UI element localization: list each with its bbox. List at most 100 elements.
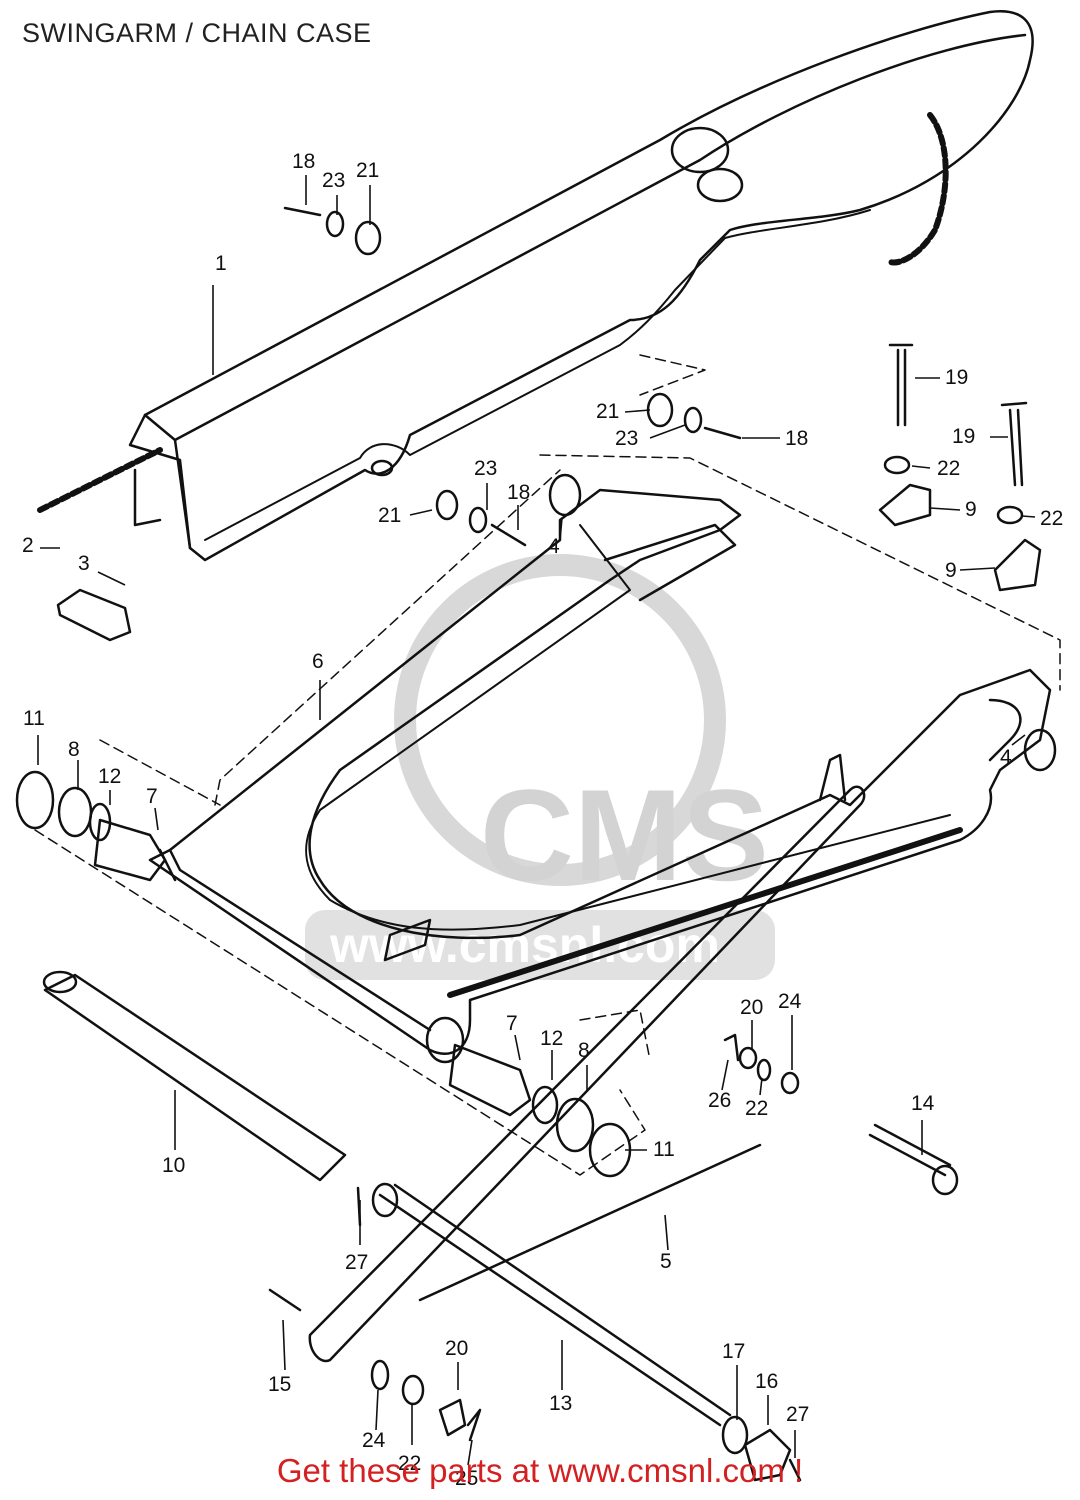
pivot-tube (43, 973, 347, 1182)
bolt-19-lower (1000, 401, 1028, 487)
washer-23-mid (683, 406, 703, 434)
part-label-25: 25 (455, 1467, 478, 1490)
part-label-11: 11 (23, 707, 45, 730)
axle-bolt (868, 1123, 952, 1177)
part-label-23: 23 (474, 457, 497, 480)
collar-4-right (1023, 728, 1057, 772)
part-label-7: 7 (146, 785, 158, 808)
washer-21-top (354, 220, 382, 256)
leader-line-3 (97, 571, 126, 586)
watermark-logo: CMS (480, 762, 769, 908)
bolt-15 (268, 1288, 302, 1312)
part-label-3: 3 (78, 552, 90, 575)
part-label-27: 27 (786, 1403, 809, 1426)
chain-adjuster-slot (418, 1143, 762, 1302)
washer-17 (721, 1415, 749, 1455)
leader-line-4 (1011, 734, 1026, 746)
part-label-23: 23 (615, 427, 638, 450)
part-label-21: 21 (356, 159, 379, 182)
axle-bolt-head (931, 1164, 959, 1196)
part-label-24: 24 (362, 1429, 386, 1452)
part-label-6: 6 (312, 650, 324, 673)
washer-24-bottom (370, 1359, 390, 1391)
part-label-27: 27 (345, 1251, 368, 1274)
assembly-lines (34, 354, 1061, 1176)
collar-4-left (548, 473, 582, 517)
part-label-21: 21 (378, 504, 401, 527)
bumper-block-lower (993, 538, 1042, 592)
part-label-22: 22 (937, 457, 960, 480)
pivot-tube-end (42, 970, 78, 994)
part-label-2: 2 (22, 534, 34, 557)
leader-line-23 (649, 424, 686, 439)
part-label-18: 18 (785, 427, 808, 450)
swingarm (148, 488, 1052, 1064)
part-label-11: 11 (653, 1138, 675, 1161)
part-label-15: 15 (268, 1373, 291, 1396)
leader-line-26 (721, 1059, 729, 1091)
leader-line-15 (282, 1319, 286, 1371)
washer-22-bottom (401, 1374, 425, 1406)
bushing-right (448, 1043, 532, 1117)
part-label-8: 8 (68, 738, 80, 761)
washer-23-top (325, 210, 345, 238)
part-label-24: 24 (778, 990, 802, 1013)
bumper-block-upper (878, 483, 932, 527)
seal-cap-right (588, 1122, 632, 1178)
pivot-bolt-head (371, 1182, 399, 1218)
part-label-22: 22 (398, 1452, 421, 1475)
bolt-18-top (283, 206, 322, 217)
part-label-9: 9 (965, 498, 977, 521)
seal-cap-left (15, 770, 55, 830)
grease-nipple-27-bottom (788, 1458, 802, 1482)
nut-20-bottom (438, 1398, 467, 1437)
leader-line-21 (409, 509, 433, 516)
part-label-4: 4 (1000, 746, 1012, 769)
part-label-19: 19 (952, 425, 975, 448)
leader-line-9 (959, 567, 996, 571)
part-label-8: 8 (578, 1039, 590, 1062)
cotter-pin-26 (723, 1033, 740, 1062)
part-label-7: 7 (506, 1012, 518, 1035)
leader-line-21 (624, 409, 651, 413)
part-label-18: 18 (507, 481, 530, 504)
part-label-1: 1 (215, 252, 227, 275)
line-art (15, 10, 1061, 1482)
shim-right (531, 1085, 559, 1125)
bolt-19-upper (888, 343, 914, 427)
bolt-18-left (490, 523, 527, 547)
part-label-13: 13 (549, 1392, 572, 1415)
washer-22-right (996, 505, 1024, 525)
part-label-19: 19 (945, 366, 968, 389)
watermark: CMS www.cmsnl.com (305, 554, 775, 980)
part-label-17: 17 (722, 1340, 745, 1363)
leader-line-22 (911, 465, 931, 469)
part-label-16: 16 (755, 1370, 778, 1393)
washer-22-mid (756, 1058, 772, 1082)
nut-16 (743, 1428, 792, 1482)
part-label-23: 23 (322, 169, 345, 192)
dust-seal-right (555, 1097, 595, 1153)
footer-link[interactable]: Get these parts at www.cmsnl.com ! (276, 1452, 804, 1489)
part-label-10: 10 (162, 1154, 185, 1177)
washer-23-left (468, 506, 488, 534)
chain-adjuster-plate (308, 785, 866, 1363)
washer-21-left (435, 489, 459, 521)
part-label-26: 26 (708, 1089, 731, 1112)
bolt-18-mid (703, 426, 742, 440)
leader-line-25 (467, 1439, 473, 1466)
leader-line-7 (514, 1034, 521, 1061)
part-label-14: 14 (911, 1092, 935, 1115)
chain-joint (56, 588, 132, 642)
pivot-bolt (378, 1183, 732, 1427)
leader-line-22 (759, 1077, 763, 1096)
part-label-21: 21 (596, 400, 619, 423)
part-label-12: 12 (98, 765, 121, 788)
leader-line-9 (929, 507, 961, 511)
part-label-12: 12 (540, 1027, 563, 1050)
part-label-22: 22 (1040, 507, 1063, 530)
part-label-20: 20 (445, 1337, 468, 1360)
leader-line-5 (664, 1214, 669, 1251)
